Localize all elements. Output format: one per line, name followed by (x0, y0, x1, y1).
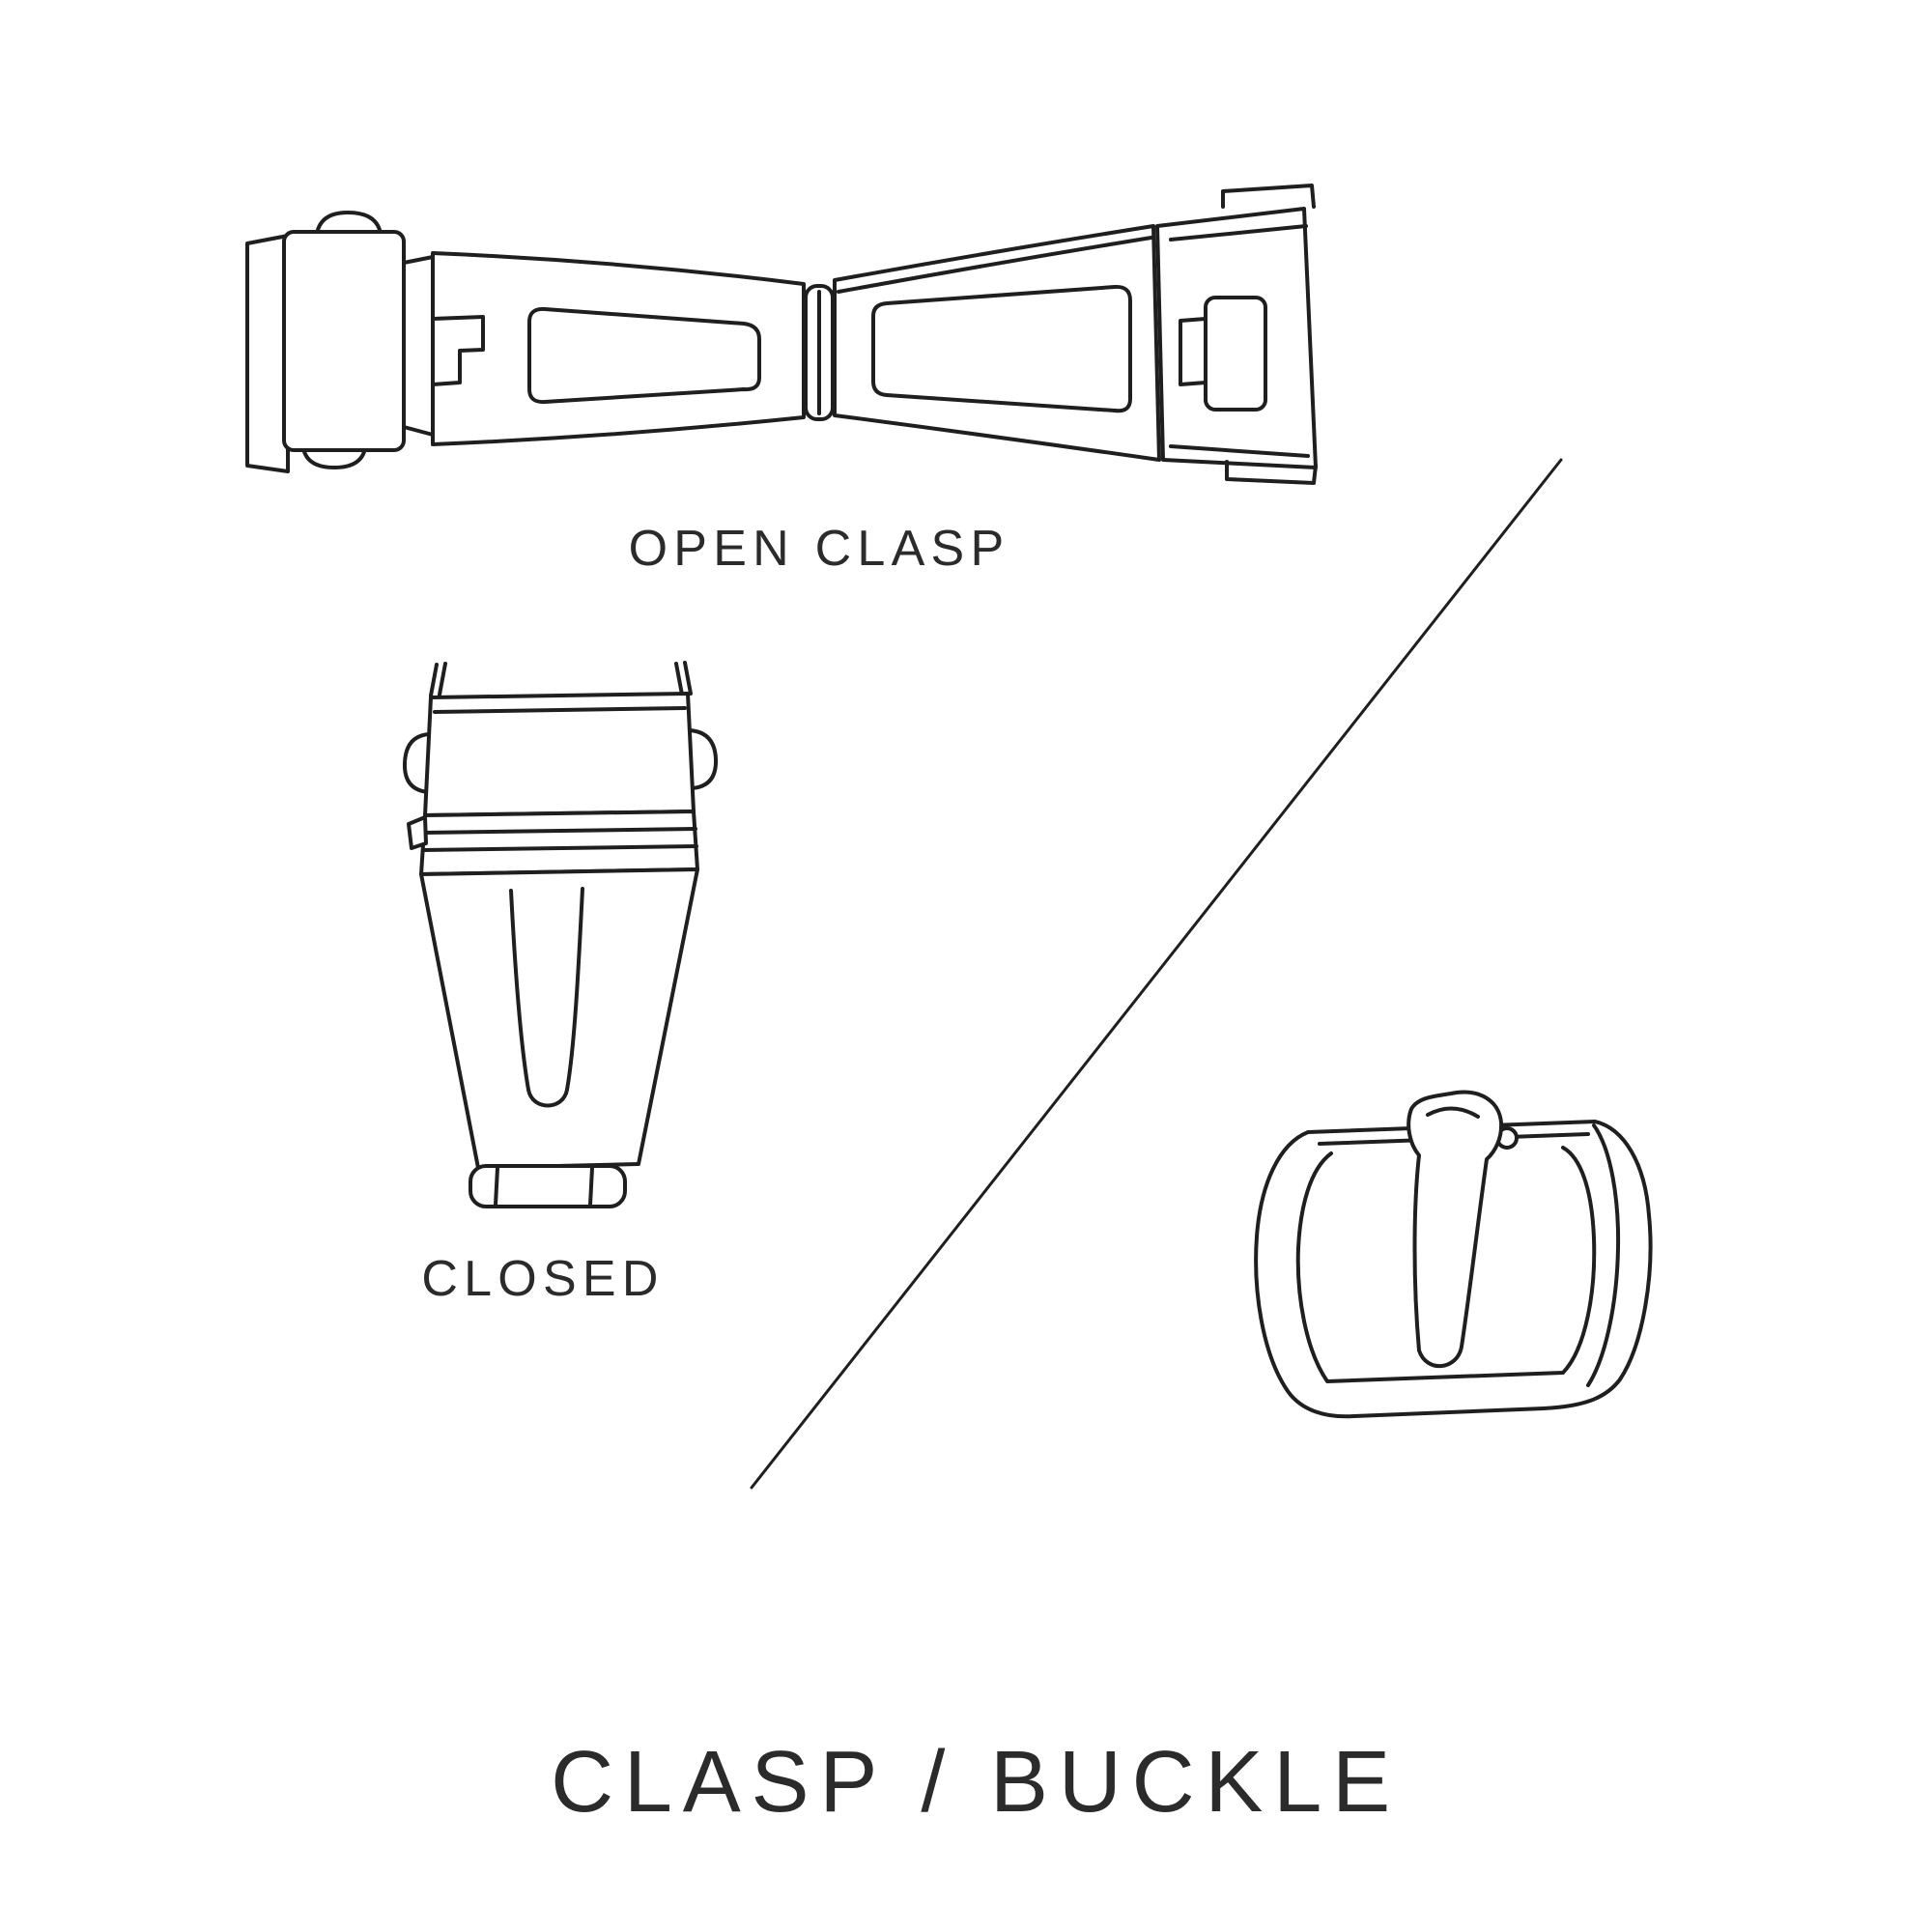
closed-clasp-bottom-bar-ticks (494, 1166, 594, 1207)
buckle-frame-inner-line (1295, 1146, 1597, 1383)
open-clasp-right-plate-bottom-line (1169, 444, 1310, 458)
closed-clasp-illustration (402, 661, 719, 1208)
closed-clasp-inner-slot-shape (509, 887, 584, 1108)
closed-clasp-bottom-bar-shape (469, 1164, 627, 1208)
open-clasp-left-bar-shape (245, 234, 290, 473)
diagram-title: CLASP / BUCKLE (551, 1734, 1401, 1831)
closed-clasp-band-lines (421, 827, 698, 852)
open-clasp-right-plate-top-step (1221, 184, 1316, 209)
open-clasp-top-bump-shape (315, 211, 383, 236)
open-clasp-caption: OPEN CLASP (628, 521, 1010, 577)
closed-clasp-left-tab-shape (402, 732, 431, 794)
buckle-prong-loop-line (1426, 1106, 1480, 1119)
open-clasp-right-window-shape (871, 284, 1132, 413)
open-clasp-catch-shape (1204, 296, 1267, 412)
open-clasp-bottom-bump-shape (301, 446, 367, 469)
buckle-prong-shape (1406, 1090, 1504, 1368)
open-clasp-keeper-shape (431, 315, 485, 386)
open-clasp-left-arm-shape (431, 251, 806, 446)
closed-clasp-left-prong (429, 662, 447, 697)
open-clasp-right-plate-bottom-step (1225, 460, 1318, 485)
closed-clasp-body-shape (419, 867, 699, 1170)
open-clasp-catch-hook (1179, 317, 1208, 386)
open-clasp-connector-bottom (402, 425, 435, 437)
open-clasp-left-box-shape (282, 230, 406, 452)
closed-clasp-caption: CLOSED (421, 1251, 665, 1307)
open-clasp-illustration (245, 184, 1318, 485)
closed-clasp-band-shape (419, 810, 699, 876)
diagonal-divider-line (750, 458, 1563, 1490)
tang-buckle-illustration (1254, 1090, 1653, 1419)
open-clasp-right-plate-top-line (1169, 224, 1308, 242)
open-clasp-left-window-shape (527, 306, 761, 405)
open-clasp-connector-top (402, 255, 435, 265)
open-clasp-right-arm-shape (833, 224, 1161, 462)
buckle-right-edge-line (1586, 1123, 1621, 1387)
open-clasp-right-arm-edge-line (837, 236, 1153, 294)
closed-clasp-top-block-line (433, 706, 687, 714)
closed-clasp-right-prong (674, 661, 693, 696)
closed-clasp-band-notch-shape (407, 815, 428, 850)
diagonal-divider (750, 458, 1563, 1490)
closed-clasp-right-tab-shape (688, 728, 719, 790)
